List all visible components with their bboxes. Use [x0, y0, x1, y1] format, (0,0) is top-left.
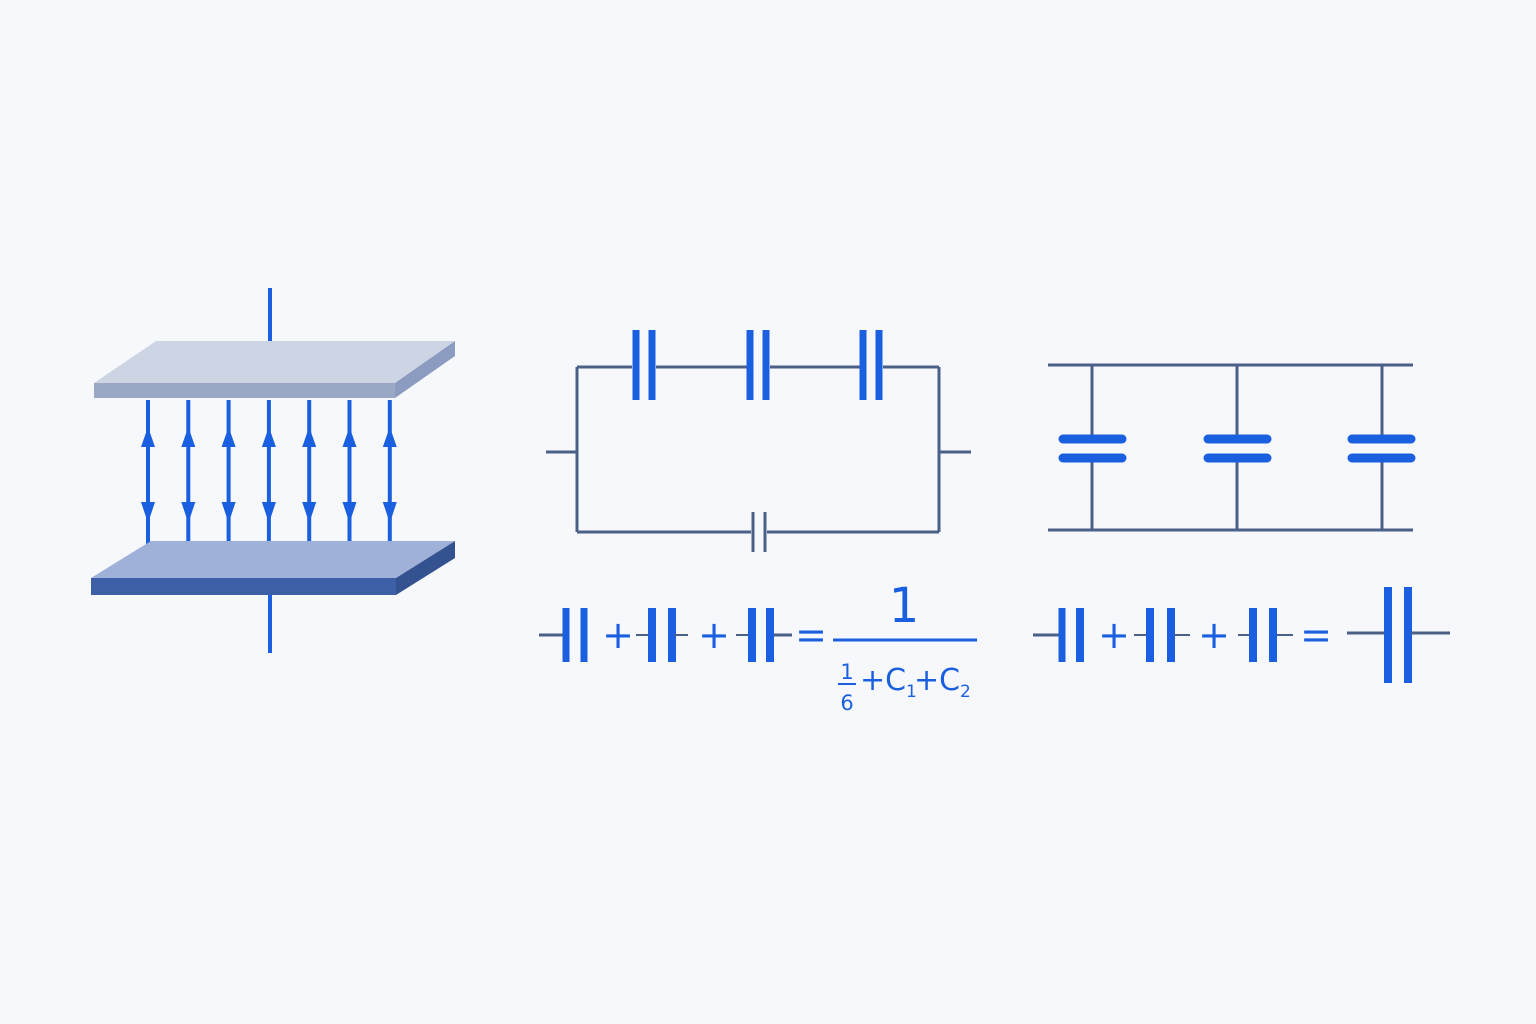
eq-left-subscript-2: 2	[960, 682, 971, 702]
field-arrow-up	[221, 427, 236, 447]
eq-left-term-c1: +C	[860, 663, 906, 698]
field-arrow-up	[302, 427, 317, 447]
top-plate	[94, 341, 455, 398]
field-arrow-up	[261, 427, 276, 447]
field-arrow-up	[141, 427, 155, 447]
eq-left-term-c2: +C	[914, 663, 960, 698]
series-capacitor-bottom	[751, 512, 767, 552]
field-arrow-down	[302, 502, 317, 523]
eq-right-plus-2: +	[1198, 613, 1230, 657]
field-arrow-up	[181, 427, 196, 447]
series-capacitor-1	[632, 330, 656, 400]
field-arrow-down	[221, 502, 236, 523]
eq-right-equivalent-capacitor	[1347, 587, 1450, 683]
field-line-5	[302, 400, 317, 553]
parallel-capacitor-2	[1203, 434, 1272, 463]
parallel-circuit	[1048, 363, 1416, 532]
top-plate-front	[94, 383, 395, 398]
eq-left-capacitor-symbol-2	[636, 608, 688, 662]
eq-left-fraction: 1 1 6 +C 1 +C 2	[833, 578, 977, 715]
field-arrow-down	[261, 502, 276, 523]
field-arrow-up	[382, 427, 397, 447]
eq-right-capacitor-symbol-2	[1134, 608, 1190, 662]
eq-left-small-fraction-numerator: 1	[840, 660, 853, 684]
eq-left-subscript-1: 1	[906, 682, 917, 702]
eq-left-capacitor-symbol-3	[736, 608, 792, 662]
field-arrow-up	[342, 427, 357, 447]
field-arrow-down	[342, 502, 357, 523]
field-line-2	[181, 400, 196, 553]
eq-left-capacitor-symbol-1	[539, 608, 588, 662]
field-arrow-down	[181, 502, 196, 523]
bottom-plate-side	[396, 541, 455, 595]
eq-right-capacitor-symbol-1	[1033, 608, 1084, 662]
field-line-1	[141, 400, 155, 553]
eq-left-fraction-numerator: 1	[889, 578, 920, 634]
parallel-capacitor-1	[1058, 434, 1127, 463]
eq-left-equals: =	[795, 613, 827, 657]
field-arrow-down	[382, 502, 397, 523]
bottom-plate-front	[91, 578, 396, 595]
eq-left-plus-2: +	[698, 613, 730, 657]
eq-right-capacitor-symbol-3	[1238, 608, 1293, 662]
eq-right-equals: =	[1300, 613, 1332, 657]
field-line-3	[221, 400, 236, 553]
eq-left-denominator: 1 6 +C 1 +C 2	[838, 660, 971, 715]
series-circuit	[546, 330, 971, 552]
parallel-capacitor-3	[1347, 434, 1416, 463]
top-plate-face	[94, 341, 455, 383]
top-plate-side	[395, 341, 455, 398]
series-wires	[546, 365, 971, 534]
series-equation: + + = 1 1 6 +C 1 +C 2	[539, 578, 977, 715]
bottom-plate-face	[91, 541, 455, 578]
field-arrow-down	[141, 502, 155, 523]
series-capacitor-3	[859, 330, 883, 400]
field-line-6	[342, 400, 357, 553]
field-line-4	[261, 400, 276, 553]
eq-right-plus-1: +	[1098, 613, 1130, 657]
parallel-plate-capacitor	[91, 288, 455, 653]
parallel-equation: + + =	[1033, 587, 1450, 683]
electric-field-lines	[141, 400, 397, 553]
eq-left-small-fraction-denominator: 6	[840, 691, 853, 715]
series-capacitor-2	[746, 330, 770, 400]
field-line-7	[382, 400, 397, 553]
eq-left-plus-1: +	[602, 613, 634, 657]
parallel-wires	[1048, 363, 1413, 532]
bottom-plate	[91, 541, 455, 595]
